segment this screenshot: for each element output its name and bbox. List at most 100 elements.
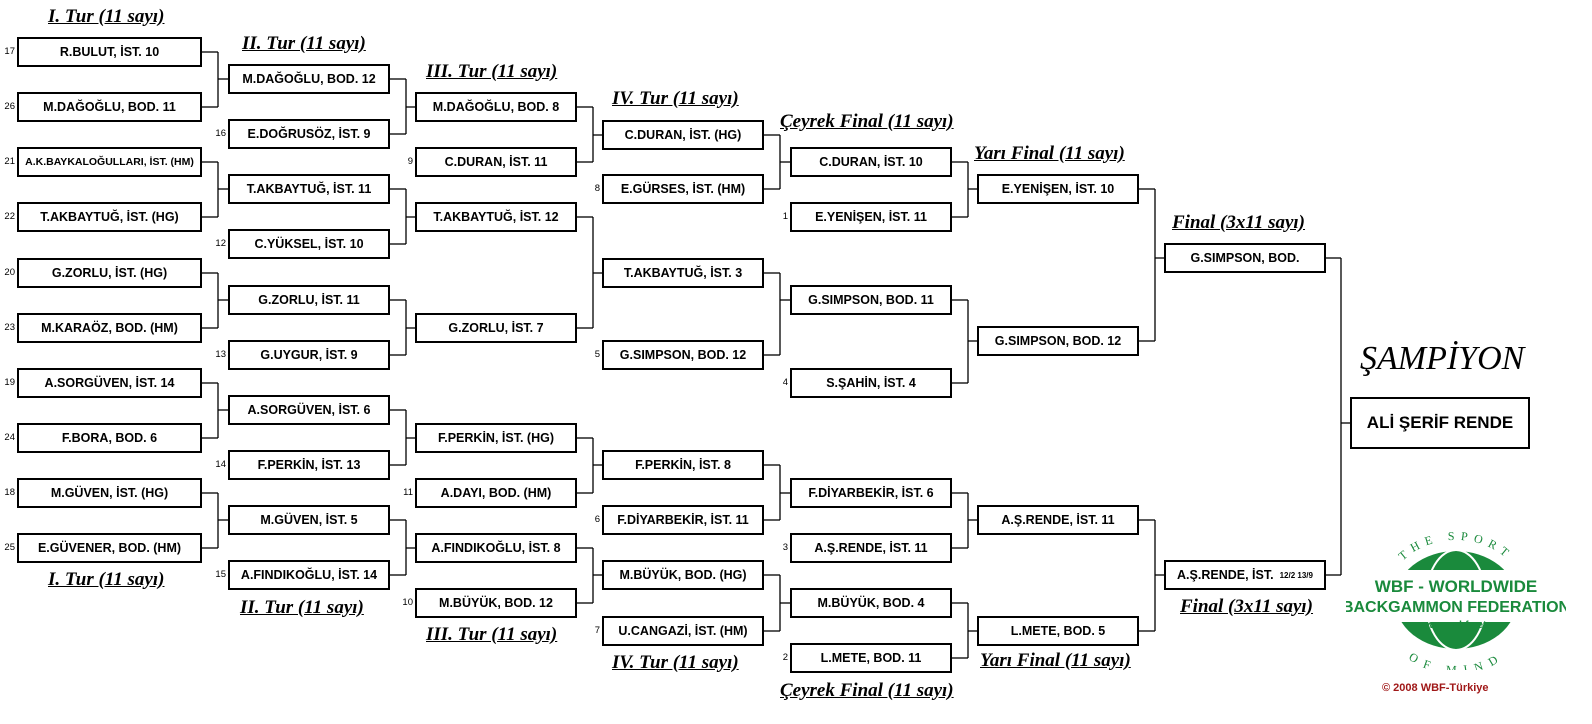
player-name: S.ŞAHİN, İST. 4 xyxy=(826,376,916,390)
player-box-r3: M.DAĞOĞLU, BOD. 8 xyxy=(415,92,577,122)
player-box-qf: G.SIMPSON, BOD. 11 xyxy=(790,285,952,315)
player-box-r4: E.GÜRSES, İST. (HM) xyxy=(602,174,764,204)
player-name: T.AKBAYTUĞ, İST. 12 xyxy=(433,210,559,224)
header-final-bottom: Final (3x11 sayı) xyxy=(1180,596,1314,617)
player-name: T.AKBAYTUĞ, İST. (HG) xyxy=(40,210,179,224)
player-name: C.YÜKSEL, İST. 10 xyxy=(254,237,364,251)
seed-number: 21 xyxy=(4,156,15,167)
seed-number: 10 xyxy=(402,597,413,608)
player-box-final: G.SIMPSON, BOD. xyxy=(1164,243,1326,273)
player-box-qf: C.DURAN, İST. 10 xyxy=(790,147,952,177)
player-name: G.SIMPSON, BOD. xyxy=(1190,251,1300,265)
player-name: M.GÜVEN, İST. (HG) xyxy=(50,486,169,500)
player-name: L.METE, BOD. 5 xyxy=(1010,624,1106,638)
player-name: F.PERKİN, İST. (HG) xyxy=(438,431,554,445)
header-round3-top: III. Tur (11 sayı) xyxy=(426,61,558,82)
player-name: G.SIMPSON, BOD. 12 xyxy=(619,348,747,362)
seed-number: 18 xyxy=(4,487,15,498)
header-round4-top: IV. Tur (11 sayı) xyxy=(612,88,739,109)
player-name: M.KARAÖZ, BOD. (HM) xyxy=(41,321,178,335)
seed-number: 7 xyxy=(594,625,600,636)
player-box-r2: G.UYGUR, İST. 9 xyxy=(228,340,390,370)
seed-number: 20 xyxy=(4,267,15,278)
player-box-r1: M.GÜVEN, İST. (HG) xyxy=(17,478,202,508)
player-name: C.DURAN, İST. 10 xyxy=(819,155,923,169)
player-name: F.PERKİN, İST. 13 xyxy=(257,458,361,472)
player-box-r4: G.SIMPSON, BOD. 12 xyxy=(602,340,764,370)
player-name: A.FINDIKOĞLU, İST. 8 xyxy=(431,541,561,555)
player-name: L.METE, BOD. 11 xyxy=(820,651,922,665)
header-round2-bottom: II. Tur (11 sayı) xyxy=(240,597,364,618)
seed-number: 26 xyxy=(4,101,15,112)
player-name: E.YENİŞEN, İST. 10 xyxy=(1001,182,1115,196)
player-name: G.ZORLU, İST. 7 xyxy=(448,321,544,335)
player-box-r4: F.DİYARBEKİR, İST. 11 xyxy=(602,505,764,535)
header-round2-top: II. Tur (11 sayı) xyxy=(242,33,366,54)
seed-number: 3 xyxy=(782,542,788,553)
player-name: A.SORGÜVEN, İST. 6 xyxy=(247,403,371,417)
seed-number: 15 xyxy=(215,569,226,580)
player-box-qf: E.YENİŞEN, İST. 11 xyxy=(790,202,952,232)
player-name: C.DURAN, İST. (HG) xyxy=(624,128,742,142)
player-name: A.SORGÜVEN, İST. 14 xyxy=(44,376,175,390)
player-name: A.Ş.RENDE, İST. xyxy=(1177,568,1274,582)
player-box-qf: M.BÜYÜK, BOD. 4 xyxy=(790,588,952,618)
player-name: F.DİYARBEKİR, İST. 11 xyxy=(617,513,749,527)
header-quarterfinal-bottom: Çeyrek Final (11 sayı) xyxy=(780,680,954,701)
header-final-top: Final (3x11 sayı) xyxy=(1172,212,1306,233)
player-box-r3: A.FINDIKOĞLU, İST. 8 xyxy=(415,533,577,563)
player-name: M.GÜVEN, İST. 5 xyxy=(260,513,358,527)
player-name: M.DAĞOĞLU, BOD. 8 xyxy=(432,100,560,114)
player-name: G.ZORLU, İST. (HG) xyxy=(51,266,168,280)
player-name: G.UYGUR, İST. 9 xyxy=(260,348,358,362)
seed-number: 25 xyxy=(4,542,15,553)
player-name: A.FINDIKOĞLU, İST. 14 xyxy=(240,568,378,582)
player-box-final: A.Ş.RENDE, İST.12/2 13/9 xyxy=(1164,560,1326,590)
player-name: F.PERKİN, İST. 8 xyxy=(635,458,731,472)
seed-number: 6 xyxy=(594,514,600,525)
logo-line1: WBF - WORLDWIDE xyxy=(1375,577,1537,596)
seed-number: 1 xyxy=(782,211,788,222)
player-box-qf: S.ŞAHİN, İST. 4 xyxy=(790,368,952,398)
player-box-r1: M.DAĞOĞLU, BOD. 11 xyxy=(17,92,202,122)
player-box-qf: A.Ş.RENDE, İST. 11 xyxy=(790,533,952,563)
player-name: G.SIMPSON, BOD. 12 xyxy=(994,334,1122,348)
svg-text:OF MIND: OF MIND xyxy=(1407,649,1506,670)
player-box-r3: A.DAYI, BOD. (HM) xyxy=(415,478,577,508)
player-box-r2: M.GÜVEN, İST. 5 xyxy=(228,505,390,535)
player-box-r3: F.PERKİN, İST. (HG) xyxy=(415,423,577,453)
player-box-r1: R.BULUT, İST. 10 xyxy=(17,37,202,67)
player-name: G.ZORLU, İST. 11 xyxy=(258,293,360,307)
seed-number: 11 xyxy=(403,487,413,498)
player-box-r3: G.ZORLU, İST. 7 xyxy=(415,313,577,343)
seed-number: 24 xyxy=(4,432,15,443)
player-name: M.BÜYÜK, BOD. (HG) xyxy=(619,568,747,582)
logo-url: www.wbf.net xyxy=(1425,620,1487,631)
player-box-r4: T.AKBAYTUĞ, İST. 3 xyxy=(602,258,764,288)
seed-number: 14 xyxy=(215,459,226,470)
header-semifinal-bottom: Yarı Final (11 sayı) xyxy=(980,650,1131,671)
seed-number: 23 xyxy=(4,322,15,333)
player-box-r1: T.AKBAYTUĞ, İST. (HG) xyxy=(17,202,202,232)
player-box-r2: M.DAĞOĞLU, BOD. 12 xyxy=(228,64,390,94)
seed-number: 8 xyxy=(594,183,600,194)
player-box-r1: E.GÜVENER, BOD. (HM) xyxy=(17,533,202,563)
player-name: E.DOĞRUSÖZ, İST. 9 xyxy=(247,127,371,141)
player-name: M.DAĞOĞLU, BOD. 11 xyxy=(43,100,176,114)
player-box-r1: M.KARAÖZ, BOD. (HM) xyxy=(17,313,202,343)
wbf-logo: THE SPORT OF MIND WBF - WORLDWIDE BACKGA… xyxy=(1346,530,1566,670)
seed-number: 17 xyxy=(4,46,15,57)
player-box-r1: A.SORGÜVEN, İST. 14 xyxy=(17,368,202,398)
player-box-r1: A.K.BAYKALOĞULLARI, İST. (HM) xyxy=(17,147,202,177)
seed-number: 19 xyxy=(4,377,15,388)
player-box-sf: E.YENİŞEN, İST. 10 xyxy=(977,174,1139,204)
seed-number: 12 xyxy=(215,238,226,249)
player-box-r2: T.AKBAYTUĞ, İST. 11 xyxy=(228,174,390,204)
seed-number: 13 xyxy=(215,349,226,360)
player-name: G.SIMPSON, BOD. 11 xyxy=(808,293,934,307)
player-name: F.DİYARBEKİR, İST. 6 xyxy=(808,486,934,500)
player-name: R.BULUT, İST. 10 xyxy=(59,45,160,59)
champion-title: ŞAMPİYON xyxy=(1360,340,1525,377)
header-round4-bottom: IV. Tur (11 sayı) xyxy=(612,652,739,673)
